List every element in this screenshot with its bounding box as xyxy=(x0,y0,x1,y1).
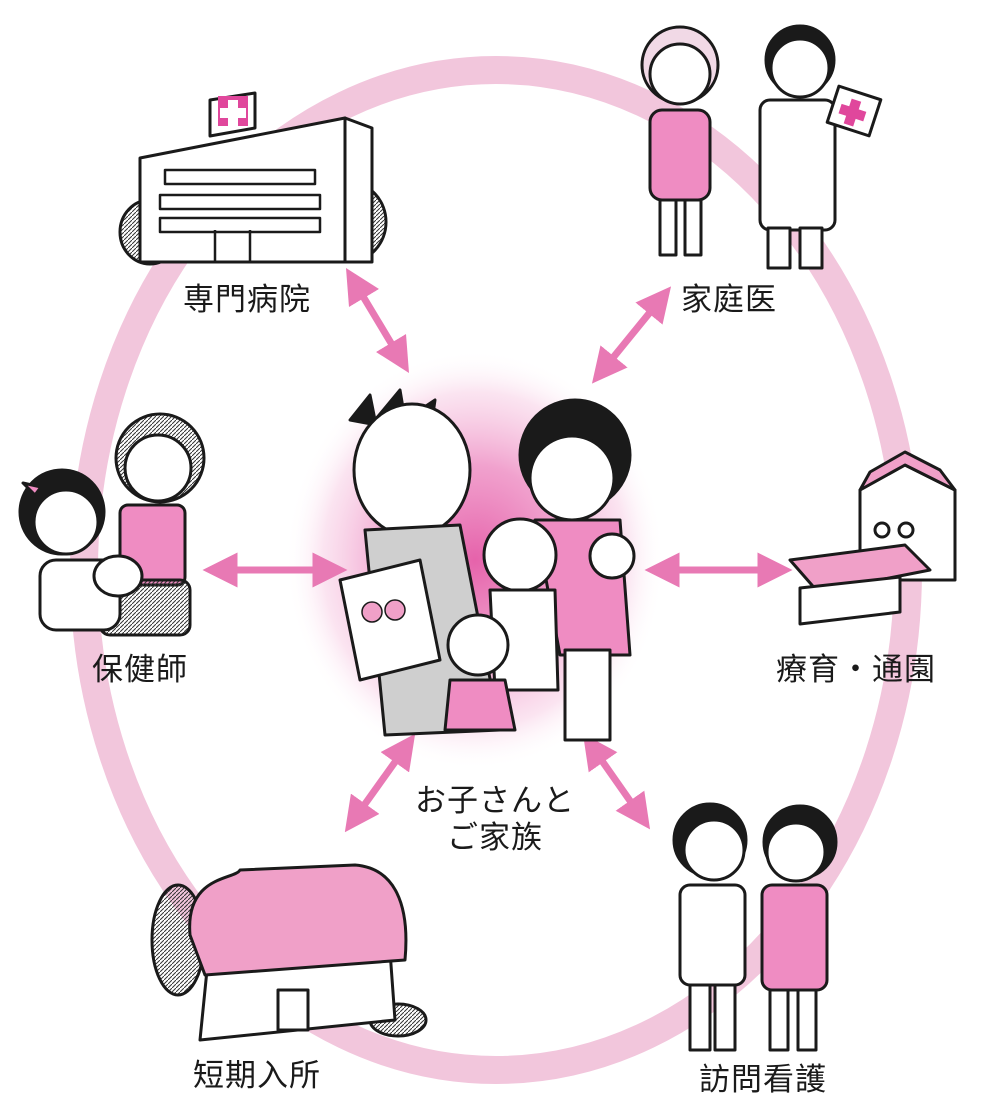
arrow-visiting-nursing xyxy=(582,733,651,830)
label-visiting-nursing: 訪問看護 xyxy=(699,1062,827,1098)
label-hospital: 専門病院 xyxy=(183,282,311,318)
arrow-hospital xyxy=(345,267,410,374)
label-family-doctor: 家庭医 xyxy=(681,282,777,318)
arrow-family-doctor xyxy=(591,286,672,384)
health-nurse-with-children-icon xyxy=(18,412,206,637)
doctor-and-nurse-icon xyxy=(640,24,883,270)
hospital-building-icon xyxy=(118,91,388,266)
arrow-short-stay xyxy=(344,733,416,833)
center-line-2: ご家族 xyxy=(447,820,543,857)
label-therapy: 療育・通園 xyxy=(776,652,936,688)
therapy-center-building-icon xyxy=(788,450,957,626)
label-short-stay: 短期入所 xyxy=(193,1058,321,1094)
visiting-nurses-icon xyxy=(672,802,838,1052)
short-stay-house-icon xyxy=(150,863,428,1042)
label-public-health-nurse: 保健師 xyxy=(92,652,188,688)
center-line-1: お子さんと xyxy=(415,783,575,819)
family-illustration xyxy=(338,388,636,742)
label-center-family: お子さんと ご家族 xyxy=(400,783,590,857)
